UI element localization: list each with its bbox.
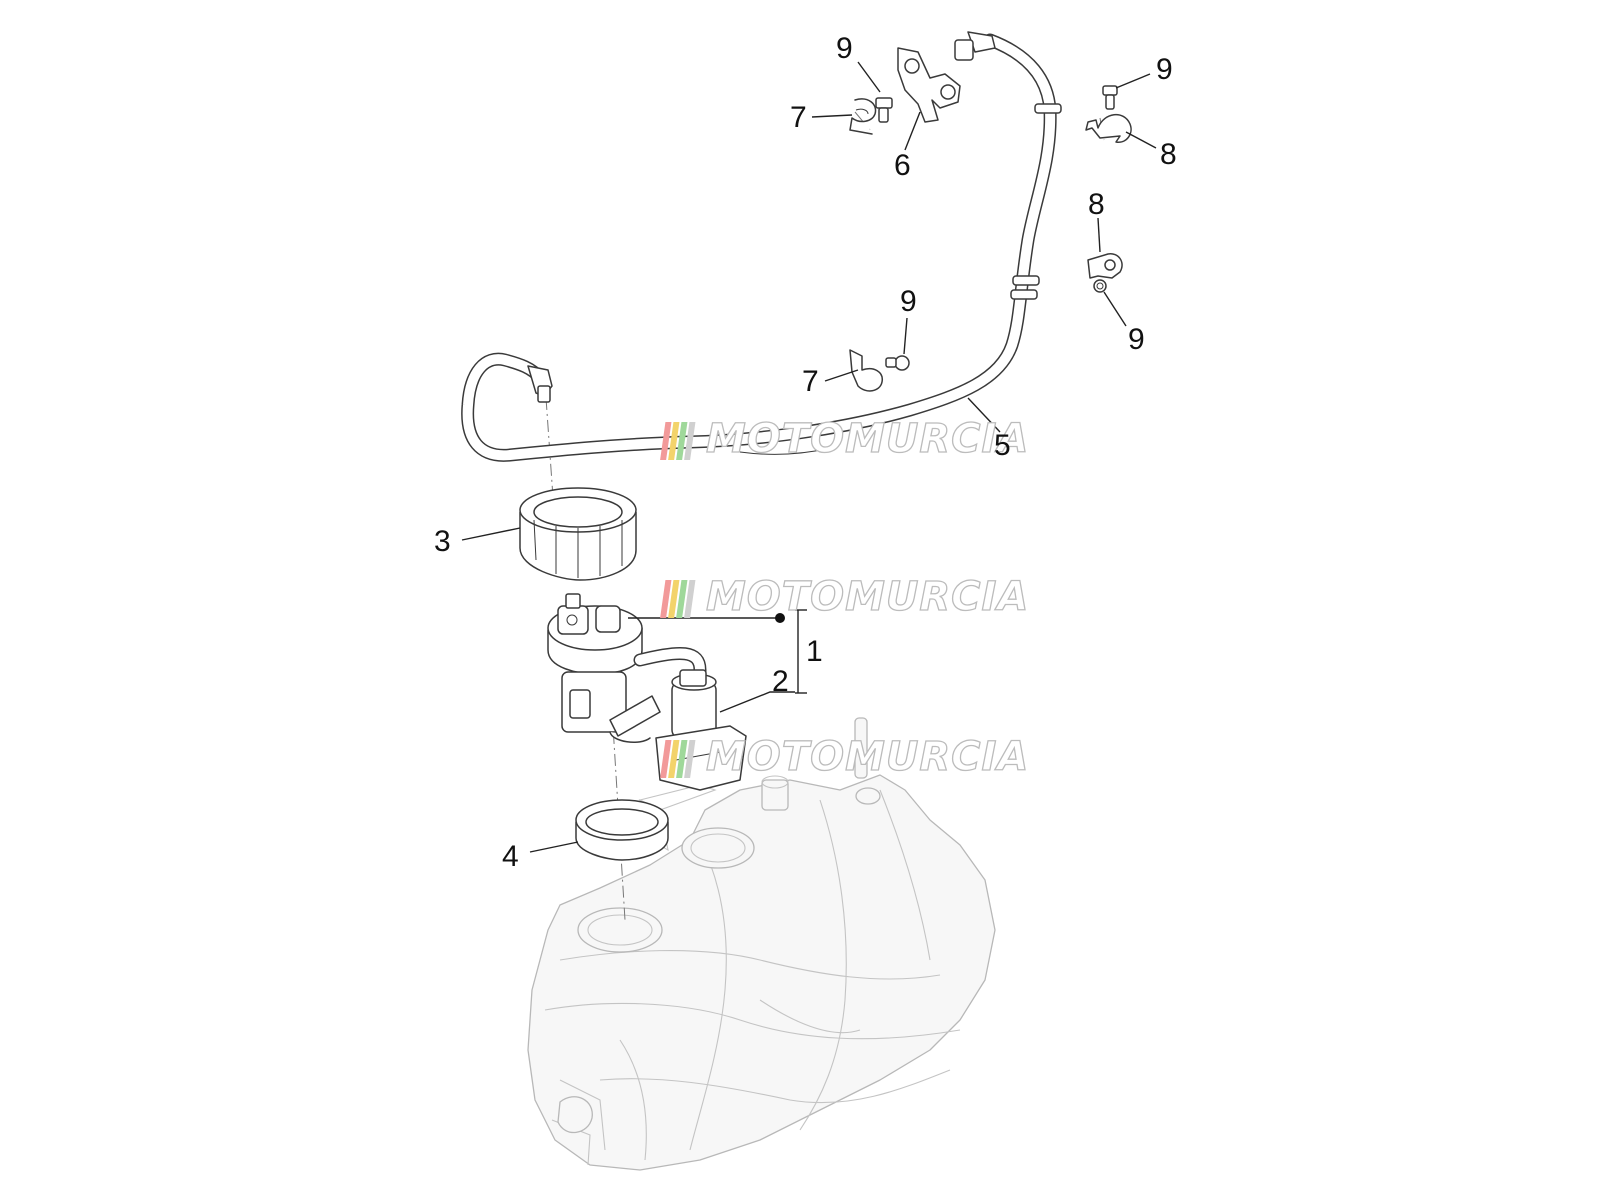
callout-8-upper: 8 [1160, 138, 1177, 171]
callout-9-d: 9 [1128, 323, 1145, 356]
hose-clip-part-7-upper [849, 98, 877, 135]
fuel-tank-ghost [527, 717, 996, 1171]
callout-5: 5 [994, 429, 1011, 462]
watermark-stripe [668, 422, 680, 460]
callout-9-c: 9 [900, 285, 917, 318]
fuel-hose [461, 31, 1062, 462]
bolt-part-9-a [875, 97, 893, 123]
nut-part-9-d [1093, 279, 1107, 293]
callout-4: 4 [502, 840, 519, 873]
watermark-stripe [660, 422, 672, 460]
callout-8-lower: 8 [1088, 188, 1105, 221]
bolt-part-9-b [1102, 85, 1118, 110]
seal-ring-part-4 [575, 799, 669, 861]
fuel-fitting-part-6 [897, 47, 961, 123]
fuel-pump-assembly-part-1 [547, 593, 707, 744]
bracket-part-8-lower [1087, 253, 1123, 279]
locking-ring-part-3 [519, 487, 637, 581]
watermark-stripe [676, 580, 688, 618]
watermark-3: MOTOMURCIA [660, 733, 1029, 781]
watermark-stripe [660, 580, 672, 618]
watermark-text: MOTOMURCIA [706, 574, 1029, 620]
watermark-stripe [676, 740, 688, 778]
callout-6: 6 [894, 149, 911, 182]
watermark-1: MOTOMURCIA [660, 415, 1029, 463]
callout-3: 3 [434, 525, 451, 558]
callout-labels: 1 2 3 4 5 6 7 7 8 8 9 9 9 9 [434, 32, 1177, 873]
watermark-text: MOTOMURCIA [706, 416, 1029, 462]
callout-7-upper: 7 [790, 101, 807, 134]
bracket-part-8-upper [1085, 114, 1132, 143]
leader-lines [461, 61, 1157, 853]
callout-2: 2 [772, 665, 789, 698]
watermark-stripe [684, 422, 696, 460]
watermark-stripe [676, 422, 688, 460]
callout-7-lower: 7 [802, 365, 819, 398]
watermark-text: MOTOMURCIA [706, 734, 1029, 780]
callout-1: 1 [806, 635, 823, 668]
callout-9-a: 9 [836, 32, 853, 65]
watermark-stripe [684, 740, 696, 778]
watermark-2: MOTOMURCIA [660, 573, 1029, 621]
watermark-stripe [668, 740, 680, 778]
hose-clip-part-7-lower [849, 349, 883, 392]
watermark-stripe [668, 580, 680, 618]
watermark-stripe [660, 740, 672, 778]
callout-9-b: 9 [1156, 53, 1173, 86]
watermark-stripe [684, 580, 696, 618]
bolt-part-9-c [885, 355, 910, 371]
